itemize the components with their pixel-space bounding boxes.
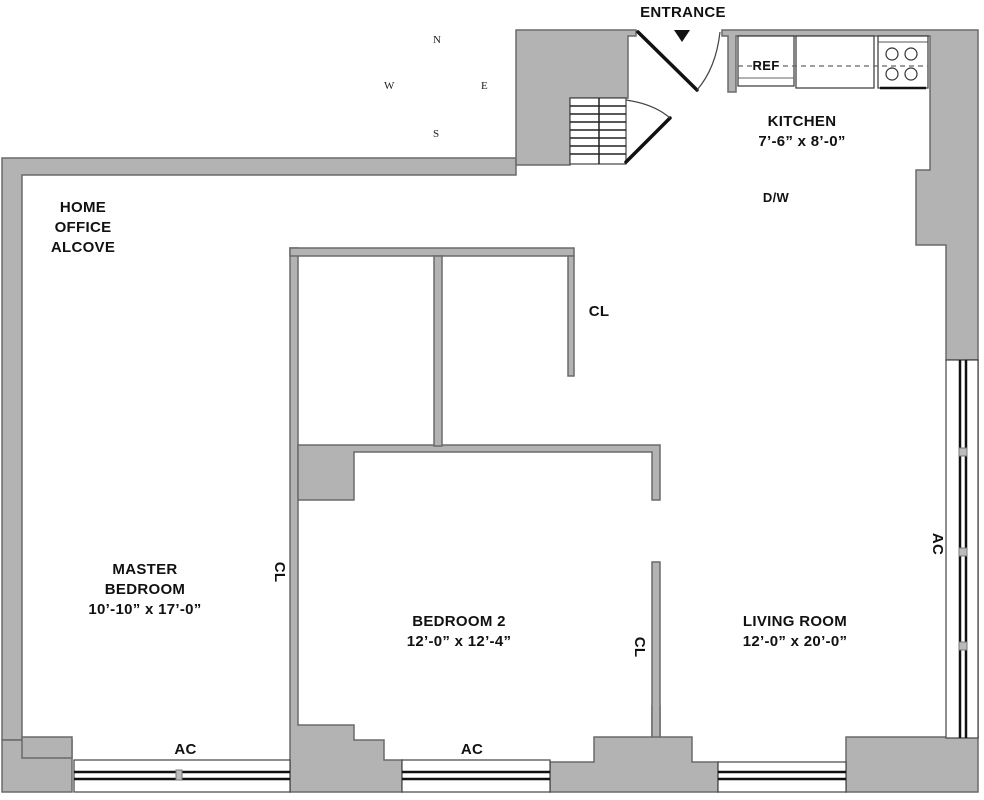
compass-east: E bbox=[481, 80, 488, 92]
entrance-label: ENTRANCE bbox=[640, 4, 726, 21]
living-room-label: LIVING ROOM 12’-0” x 20’-0” bbox=[720, 612, 870, 652]
stair-door[interactable] bbox=[624, 116, 672, 164]
bedroom2-label: BEDROOM 2 12’-0” x 12’-4” bbox=[384, 612, 534, 652]
wall-bath-divider bbox=[433, 255, 443, 447]
down-triangle-icon bbox=[674, 30, 690, 42]
wall-pier-master bbox=[21, 736, 73, 759]
living-room-size: 12’-0” x 20’-0” bbox=[742, 633, 848, 650]
living-room-name: LIVING ROOM bbox=[742, 613, 848, 630]
wall-bed2-top bbox=[297, 444, 661, 501]
hall-closet-label: CL bbox=[588, 303, 610, 320]
kitchen-counter-top bbox=[737, 35, 929, 90]
wall-bed2-right bbox=[651, 561, 661, 738]
window-master bbox=[73, 759, 291, 793]
ref-label: REF bbox=[752, 58, 780, 73]
wall-bath-top bbox=[289, 247, 575, 257]
stairs bbox=[569, 97, 627, 165]
home-office-label: HOME OFFICE ALCOVE bbox=[30, 198, 136, 258]
wall-bottom-right bbox=[845, 736, 979, 793]
master-bedroom-size: 10’-10” x 17’-0” bbox=[88, 601, 202, 618]
bedroom2-size: 12’-0” x 12’-4” bbox=[406, 633, 512, 650]
ac-bedroom2-label: AC bbox=[460, 741, 484, 758]
master-bedroom-line1: MASTER bbox=[112, 561, 178, 578]
compass-north: N bbox=[433, 34, 441, 46]
home-office-line2: OFFICE bbox=[54, 219, 112, 236]
master-closet-label: CL bbox=[271, 561, 288, 583]
window-living-bottom bbox=[717, 761, 847, 793]
ac-living-label: AC bbox=[929, 532, 946, 556]
wall-pier-bed2-living bbox=[549, 705, 719, 793]
bedroom2-name: BEDROOM 2 bbox=[412, 613, 506, 630]
dw-label: D/W bbox=[762, 190, 790, 205]
window-bedroom2 bbox=[401, 759, 551, 793]
window-living-right bbox=[945, 359, 979, 739]
home-office-line1: HOME bbox=[59, 199, 107, 216]
bedroom2-closet-label: CL bbox=[631, 636, 648, 658]
compass-west: W bbox=[384, 80, 395, 92]
entrance-door[interactable] bbox=[636, 30, 699, 92]
master-bedroom-label: MASTER BEDROOM 10’-10” x 17’-0” bbox=[70, 560, 220, 620]
wall-master-bed2 bbox=[289, 247, 403, 793]
kitchen-size: 7’-6” x 8’-0” bbox=[758, 133, 846, 150]
kitchen-name: KITCHEN bbox=[767, 113, 837, 130]
compass-south: S bbox=[433, 128, 440, 140]
home-office-line3: ALCOVE bbox=[50, 239, 116, 256]
wall-bath-right bbox=[567, 255, 575, 377]
ac-master-label: AC bbox=[174, 741, 197, 758]
master-bedroom-line2: BEDROOM bbox=[104, 581, 186, 598]
kitchen-label: KITCHEN 7’-6” x 8’-0” bbox=[732, 112, 872, 152]
